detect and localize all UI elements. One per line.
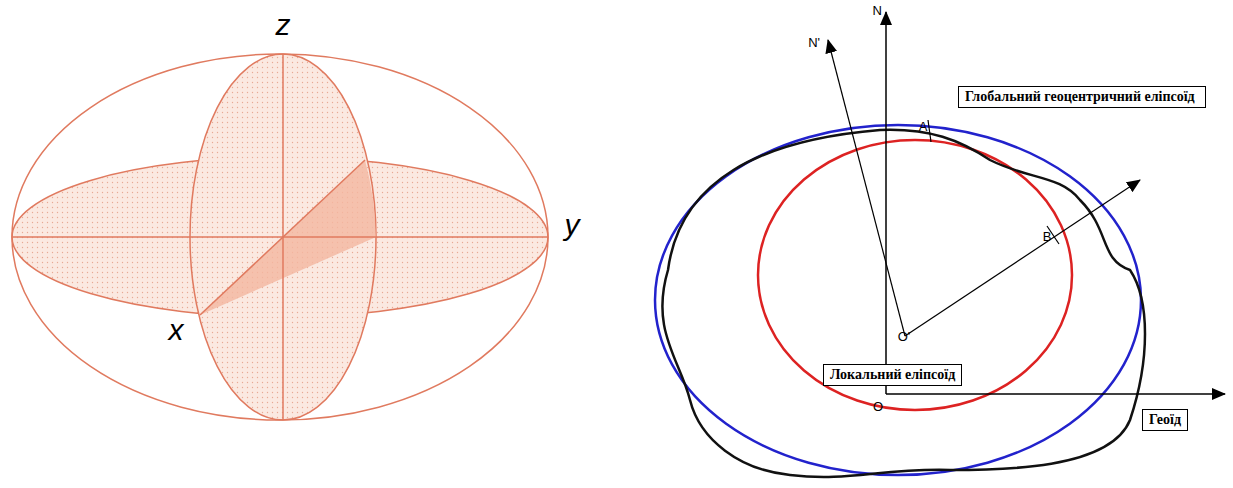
- axis-label: x: [169, 313, 184, 347]
- point-label: A: [919, 119, 928, 134]
- ellipsoid: [12, 54, 548, 420]
- axis-label: y: [565, 208, 580, 242]
- axis-label: z: [276, 8, 291, 42]
- label-box: Геоїд: [1142, 409, 1188, 431]
- box-text: Геоїд: [1149, 412, 1181, 428]
- point-label: N': [808, 35, 820, 50]
- point-label: N: [873, 3, 882, 18]
- point-label: O: [873, 399, 883, 414]
- box-text: Глобальний геоцентричний еліпсоїд: [965, 89, 1199, 105]
- label-box: Локальний еліпсоїд: [823, 364, 962, 386]
- label-box: Глобальний геоцентричний еліпсоїд: [958, 86, 1206, 108]
- point-label: O': [898, 329, 911, 344]
- point-label: B: [1043, 229, 1052, 244]
- box-text: Локальний еліпсоїд: [830, 367, 955, 383]
- geoid-figure: [655, 12, 1225, 477]
